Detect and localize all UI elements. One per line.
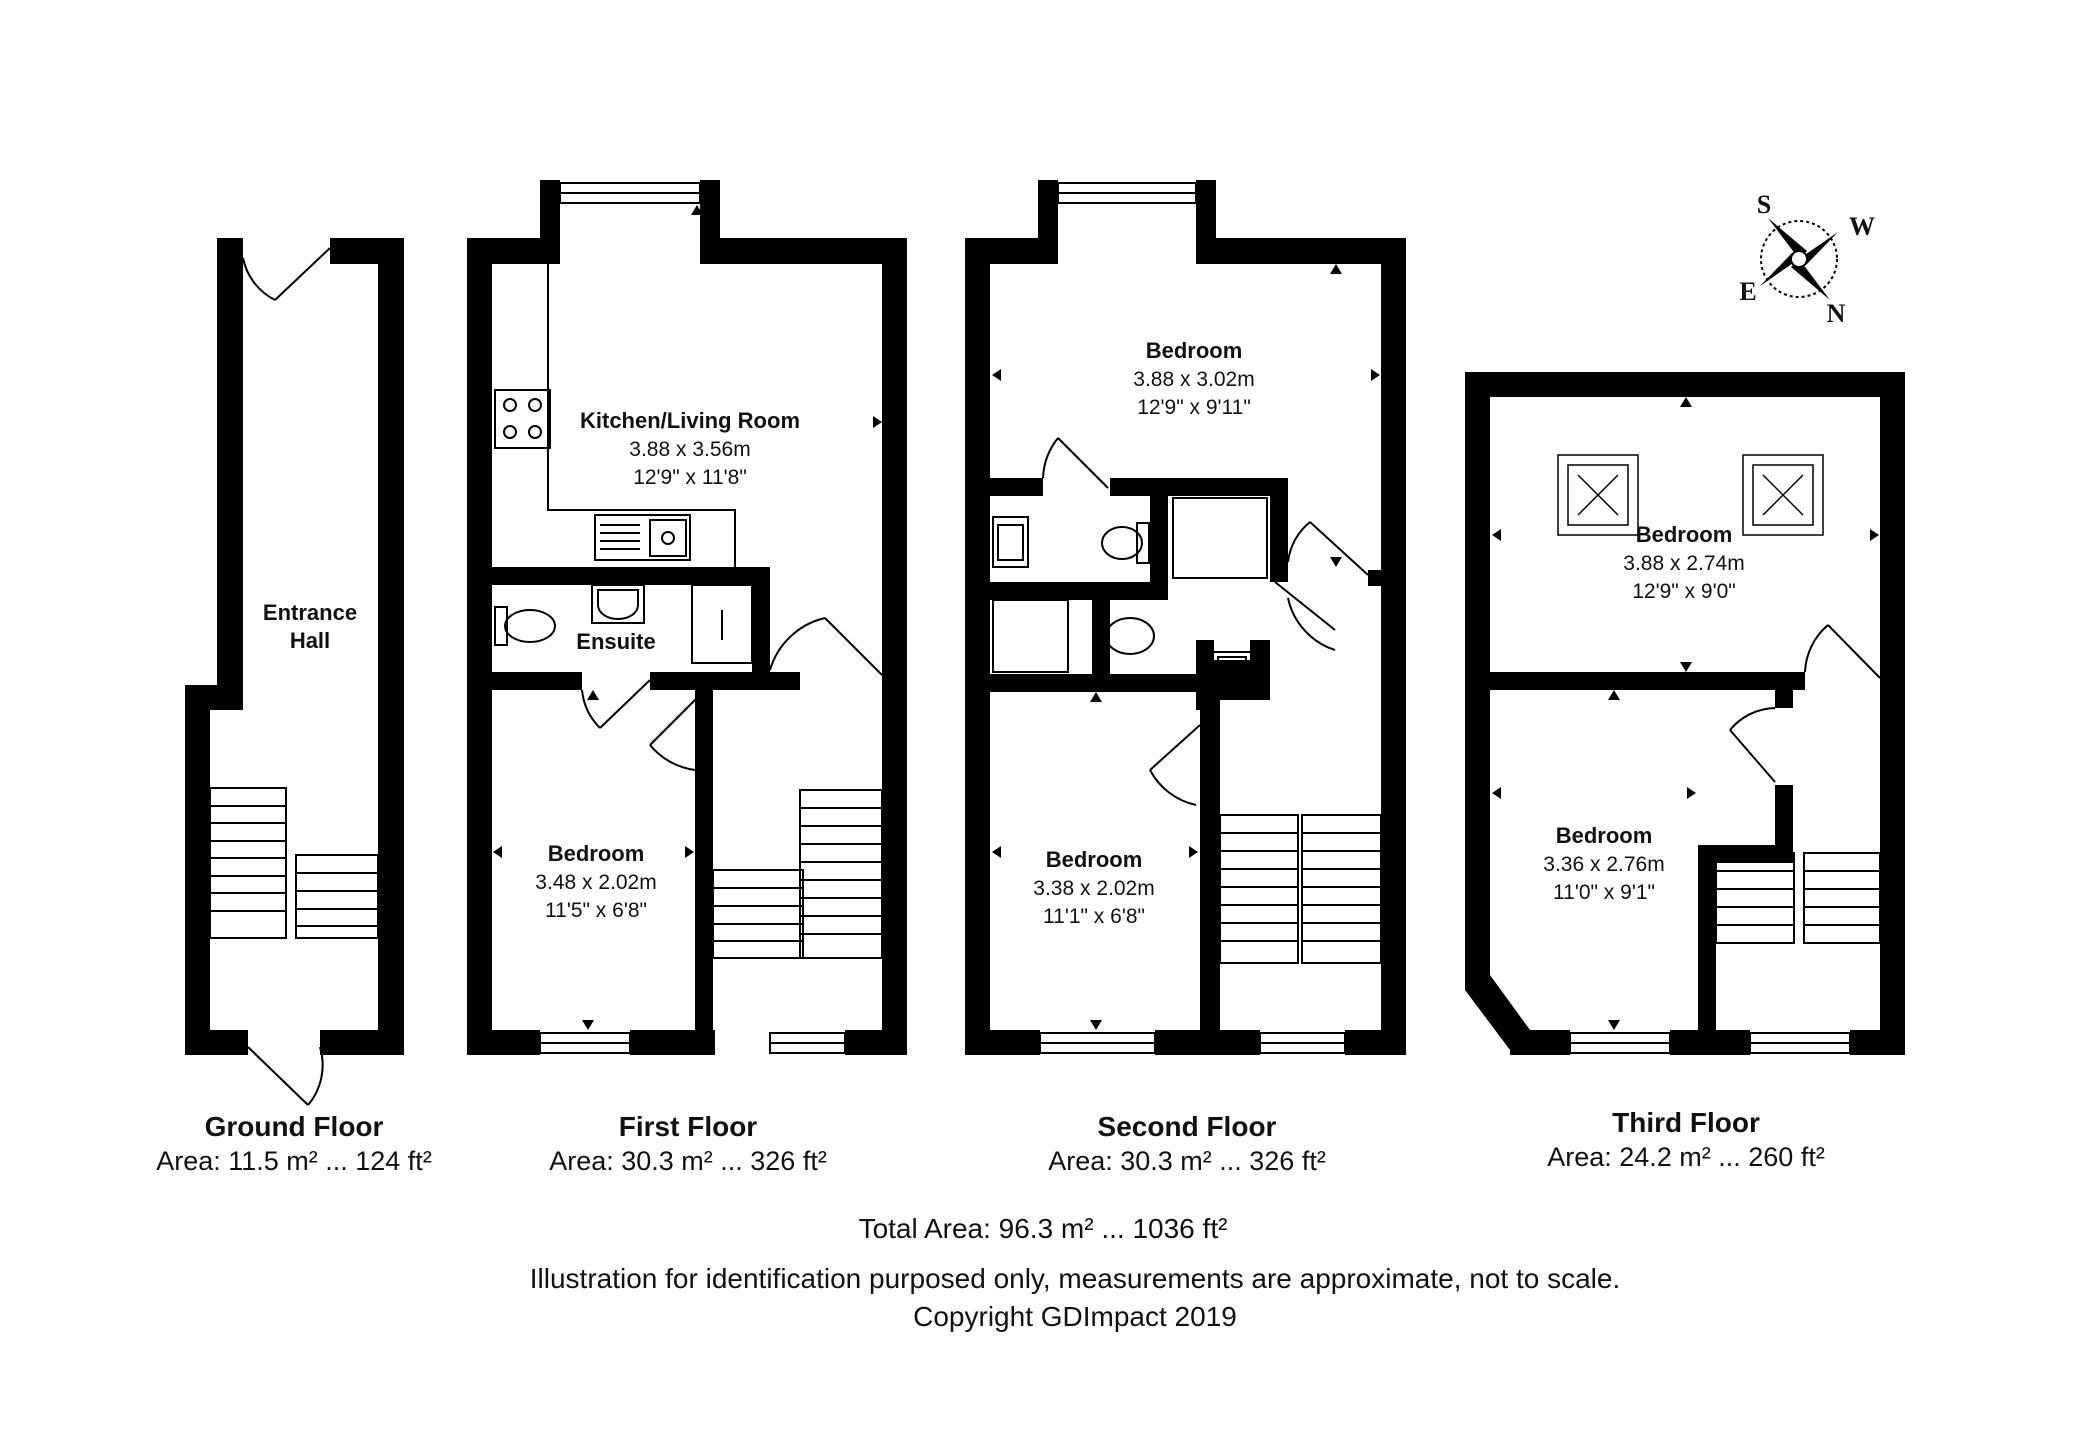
ground-floor-walls — [185, 238, 404, 1055]
first-landing-door — [769, 617, 883, 676]
ensuite-door — [581, 679, 651, 729]
third-bedroom-bottom-label: Bedroom — [1556, 823, 1653, 848]
second-bedroom-top-metric: 3.88 x 3.02m — [1133, 368, 1254, 391]
ground-stairs — [209, 787, 379, 939]
third-stairs — [1715, 852, 1881, 944]
third-dimension-markers — [1492, 397, 1879, 1030]
total-area: Total Area: 96.3 m² ... 1036 ft² — [859, 1213, 1228, 1244]
third-floor-area: Area: 24.2 m² ... 260 ft² — [1547, 1142, 1825, 1172]
compass-w: W — [1849, 212, 1875, 241]
second-top-window — [1045, 182, 1209, 238]
second-doors — [1042, 437, 1369, 806]
second-floor-area: Area: 30.3 m² ... 326 ft² — [1048, 1146, 1326, 1176]
ensuite-label: Ensuite — [576, 629, 655, 654]
kitchen-living-metric: 3.88 x 3.56m — [629, 438, 750, 461]
first-top-window — [547, 182, 713, 238]
ground-top-door — [242, 247, 331, 301]
compass-rose-icon: S W E N — [1739, 190, 1875, 328]
first-bedroom-door — [649, 694, 701, 771]
third-bottom-windows — [1569, 1032, 1851, 1054]
ground-floor-plan: Entrance Hall — [185, 238, 404, 1106]
third-floor-title: Third Floor — [1612, 1107, 1760, 1138]
first-floor-plan: Kitchen/Living Room 3.88 x 3.56m 12'9" x… — [467, 180, 907, 1055]
kitchen-living-imperial: 12'9" x 11'8" — [633, 466, 747, 489]
third-floor-walls — [1465, 372, 1905, 1055]
third-bedroom-top-metric: 3.88 x 2.74m — [1623, 552, 1744, 575]
ground-front-door — [247, 1046, 324, 1106]
third-doors — [1729, 624, 1881, 783]
compass-n: N — [1827, 299, 1846, 328]
first-bedroom-label: Bedroom — [548, 841, 645, 866]
second-floor-title: Second Floor — [1098, 1111, 1277, 1142]
third-bedroom-top-imperial: 12'9" x 9'0" — [1632, 580, 1736, 603]
third-skylights — [1557, 454, 1824, 536]
disclaimer: Illustration for identification purposed… — [530, 1263, 1621, 1294]
second-bottom-windows — [1039, 1032, 1346, 1054]
first-floor-area: Area: 30.3 m² ... 326 ft² — [549, 1146, 827, 1176]
second-bedroom-bottom-label: Bedroom — [1046, 847, 1143, 872]
entrance-hall-label-line1: Entrance — [263, 600, 357, 625]
first-floor-title: First Floor — [619, 1111, 758, 1142]
first-floor-walls — [467, 180, 907, 1055]
second-bedroom-top-imperial: 12'9" x 9'11" — [1137, 396, 1251, 419]
second-bedroom-bottom-metric: 3.38 x 2.02m — [1033, 877, 1154, 900]
third-bedroom-bottom-imperial: 11'0" x 9'1" — [1553, 881, 1655, 904]
second-bedroom-bottom-imperial: 11'1" x 6'8" — [1043, 905, 1145, 928]
first-bedroom-imperial: 11'5" x 6'8" — [545, 899, 647, 922]
kitchen-worktop — [494, 264, 736, 567]
third-bedroom-bottom-metric: 3.36 x 2.76m — [1543, 853, 1664, 876]
first-bedroom-metric: 3.48 x 2.02m — [535, 871, 656, 894]
ground-floor-area: Area: 11.5 m² ... 124 ft² — [156, 1146, 432, 1176]
first-bottom-windows — [539, 1032, 846, 1054]
compass-e: E — [1739, 277, 1756, 306]
second-stairs — [1219, 814, 1382, 964]
entrance-hall-label-line2: Hall — [290, 628, 330, 653]
copyright: Copyright GDImpact 2019 — [913, 1301, 1237, 1332]
ensuite-fixtures — [494, 584, 753, 664]
second-floor-plan: Bedroom 3.88 x 3.02m 12'9" x 9'11" Bedro… — [965, 180, 1406, 1055]
first-dimension-markers — [493, 205, 882, 1030]
second-bathroom-fixtures — [992, 497, 1268, 689]
compass-s: S — [1757, 190, 1771, 219]
second-dimension-markers — [992, 264, 1380, 1030]
kitchen-living-label: Kitchen/Living Room — [580, 408, 800, 433]
third-floor-plan: Bedroom 3.88 x 2.74m 12'9" x 9'0" Bedroo… — [1465, 372, 1905, 1055]
second-bedroom-top-label: Bedroom — [1146, 338, 1243, 363]
first-stairs — [712, 789, 883, 959]
ground-floor-title: Ground Floor — [205, 1111, 384, 1142]
third-bedroom-top-label: Bedroom — [1636, 522, 1733, 547]
